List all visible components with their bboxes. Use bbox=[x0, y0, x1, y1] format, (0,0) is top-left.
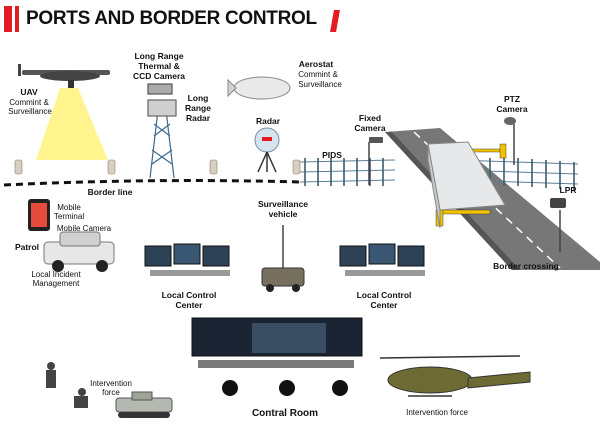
page-title-block: PORTS AND BORDER CONTROL bbox=[4, 6, 340, 32]
lcc-left-label-2: Center bbox=[175, 300, 203, 310]
local-incident-label-1: Local Incident bbox=[31, 270, 81, 279]
pids-label: PIDS bbox=[322, 150, 342, 160]
title-accent-bar-thin bbox=[15, 6, 19, 32]
truck-icon bbox=[427, 141, 506, 229]
aerostat-sublabel-2: Surveillance bbox=[298, 80, 342, 89]
border-line bbox=[3, 179, 301, 187]
aerostat-sublabel-1: Commint & bbox=[298, 70, 338, 79]
long-range-radar-label-2: Range bbox=[185, 103, 211, 113]
local-control-center-left-icon bbox=[144, 243, 230, 276]
surveillance-vehicle-label-1: Surveillance bbox=[257, 199, 309, 209]
patrol-vehicle-icon bbox=[43, 231, 115, 272]
uav-icon bbox=[18, 64, 110, 160]
fence-posts bbox=[304, 158, 575, 190]
aerostat-icon bbox=[227, 76, 291, 100]
helicopter-icon bbox=[379, 355, 531, 397]
intervention-force-left-label-1: Intervention bbox=[90, 379, 132, 388]
surveillance-vehicle-label-2: vehicle bbox=[268, 209, 298, 219]
fixed-camera-icon bbox=[368, 137, 383, 185]
aerostat-label: Aerostat bbox=[298, 59, 334, 69]
fixed-camera-label-2: Camera bbox=[354, 123, 386, 133]
local-incident-label-2: Management bbox=[32, 279, 80, 288]
mobile-camera-label: Mobile Camera bbox=[56, 224, 112, 233]
surveillance-vehicle-icon bbox=[261, 225, 305, 292]
intervention-force-left-label-2: force bbox=[102, 388, 120, 397]
armored-vehicle-icon bbox=[115, 391, 173, 418]
radar-label: Radar bbox=[255, 116, 281, 126]
lpr-camera-icon bbox=[550, 198, 566, 252]
ptz-camera-label-1: PTZ bbox=[503, 94, 521, 104]
border-line-label: Border line bbox=[87, 187, 133, 197]
ptz-camera-icon bbox=[504, 117, 516, 165]
border-crossing-label: Border crossing bbox=[493, 261, 559, 271]
local-control-center-right-icon bbox=[339, 243, 425, 276]
control-room-icon bbox=[191, 317, 363, 396]
ptz-camera-label-2: Camera bbox=[496, 104, 528, 114]
fixed-camera-label-1: Fixed bbox=[358, 113, 382, 123]
mobile-terminal-icon bbox=[28, 199, 50, 231]
control-room-label: Contral Room bbox=[251, 408, 319, 419]
title-accent-bar bbox=[4, 6, 12, 32]
thermal-camera-label-3: CCD Camera bbox=[133, 71, 185, 81]
radar-icon bbox=[254, 127, 280, 173]
thermal-camera-label-2: Thermal & bbox=[138, 61, 180, 71]
soldiers-icon bbox=[46, 362, 88, 408]
page-title: PORTS AND BORDER CONTROL bbox=[26, 8, 317, 29]
uav-sublabel-1: Commint & bbox=[9, 98, 49, 107]
long-range-radar-label-1: Long bbox=[187, 93, 209, 103]
uav-label: UAV bbox=[20, 87, 38, 97]
lcc-right-label-2: Center bbox=[370, 300, 398, 310]
long-range-radar-label-3: Radar bbox=[185, 113, 211, 123]
long-range-tower-icon bbox=[147, 83, 177, 179]
mobile-terminal-label-2: Terminal bbox=[53, 212, 85, 221]
thermal-camera-label-1: Long Range bbox=[134, 51, 184, 61]
intervention-force-right-label: Intervention force bbox=[406, 408, 468, 417]
lcc-right-label-1: Local Control bbox=[356, 290, 412, 300]
lcc-left-label-1: Local Control bbox=[161, 290, 217, 300]
patrol-label: Patrol bbox=[14, 242, 40, 252]
mobile-terminal-label-1: Mobile bbox=[57, 203, 81, 212]
ground-sensors bbox=[14, 159, 301, 175]
uav-sublabel-2: Surveillance bbox=[8, 107, 52, 116]
lpr-label: LPR bbox=[559, 185, 577, 195]
